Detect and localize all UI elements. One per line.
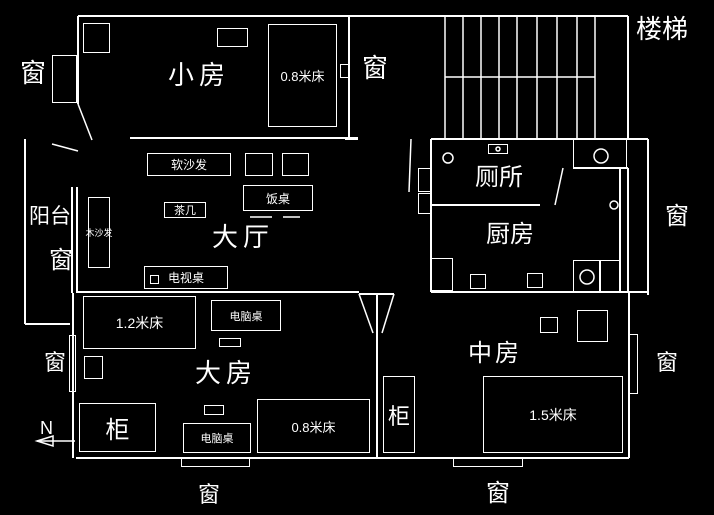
room-label-stairs: 楼梯 (636, 14, 689, 44)
kitchen-counter-box (600, 260, 620, 292)
window-marker-big-room-south (181, 458, 250, 467)
window-label-big-room-west: 窗 (44, 350, 67, 375)
middle-room-table-box (577, 310, 608, 342)
room-label-middle-room: 中房 (468, 340, 522, 367)
big-room-stool-box (219, 338, 241, 347)
window-marker-stair-hall (340, 64, 349, 78)
window-marker-middle-room-east (629, 334, 638, 394)
toilet-tank-box (488, 144, 508, 154)
bathroom-sink-box (573, 138, 627, 168)
sink-icon (593, 148, 609, 164)
cabinet-middle-room: 柜 (383, 376, 415, 453)
computer-desk-north: 电脑桌 (211, 300, 281, 331)
room-label-toilet: 厕所 (475, 164, 523, 191)
tv-box (150, 275, 159, 284)
room-label-balcony: 阳台 (29, 205, 71, 228)
computer-desk-label: 电脑桌 (229, 310, 263, 323)
computer-desk-label: 电脑桌 (200, 433, 234, 445)
toilet-flush-icon (495, 146, 501, 152)
room-label-big-room: 大房 (195, 358, 258, 388)
bed-label: 1.5米床 (529, 406, 577, 423)
toilet-basin-icon (442, 152, 454, 164)
kitchen-sink-icon (579, 269, 595, 285)
window-label-middle-room-south: 窗 (486, 480, 510, 507)
tea-table-label: 茶几 (174, 205, 196, 217)
room-label-kitchen: 厨房 (486, 221, 534, 248)
window-label-top-left: 窗 (20, 58, 47, 88)
big-room-stool-box (84, 356, 103, 379)
kitchen-west-box (418, 168, 431, 192)
bed-0.8-big-room: 0.8米床 (257, 399, 370, 453)
kitchen-counter-box (431, 258, 453, 291)
soft-sofa: 软沙发 (147, 153, 231, 176)
tv-table-label: 电视桌 (167, 271, 204, 285)
computer-desk-south: 电脑桌 (183, 423, 251, 453)
window-label-stair-hall: 窗 (362, 53, 389, 83)
cabinet-big-room: 柜 (79, 403, 156, 452)
window-label-kitchen-east: 窗 (665, 203, 689, 230)
bed-1.2: 1.2米床 (83, 296, 196, 349)
wall-fixture-icon (609, 200, 619, 210)
side-table-box (282, 153, 309, 176)
tv-table: 电视桌 (144, 266, 228, 289)
window-label-middle-room-east: 窗 (656, 350, 679, 375)
small-room-door-leaf (77, 103, 93, 141)
kitchen-west-box (418, 193, 431, 214)
bed-1.5: 1.5米床 (483, 376, 623, 453)
big-room-stool-box (204, 405, 224, 415)
window-marker-middle-room-south (453, 457, 523, 467)
north-label: N (40, 418, 53, 438)
kitchen-sink-box (573, 260, 600, 292)
room-label-small-room: 小房 (168, 60, 231, 90)
middle-room-stool-box (540, 317, 558, 333)
window-marker-big-room-west (69, 335, 76, 392)
cabinet-label: 柜 (387, 403, 410, 429)
window-label-big-room-south: 窗 (198, 482, 221, 507)
bed-label: 0.8米床 (280, 69, 325, 84)
side-table-box (245, 153, 273, 176)
north-arrow-head (34, 434, 54, 448)
kitchen-door-leaf (408, 138, 412, 193)
wood-sofa-label: 木沙发 (85, 228, 113, 238)
bed-label: 0.8米床 (291, 419, 336, 435)
small-room-top-box (217, 28, 248, 47)
bed-0.8-small-room: 0.8米床 (268, 24, 337, 127)
toilet-door-leaf (554, 167, 564, 206)
kitchen-stove-box (527, 273, 543, 288)
kitchen-stove-box (470, 274, 486, 289)
soft-sofa-label: 软沙发 (170, 158, 207, 172)
balcony-door-leaf (51, 143, 79, 152)
bed-label: 1.2米床 (115, 314, 164, 331)
wood-sofa: 木沙发 (85, 197, 113, 268)
window-marker-top-left (52, 55, 77, 103)
dining-table: 饭桌 (243, 185, 313, 211)
window-label-balcony: 窗 (49, 247, 73, 274)
small-room-corner-box (83, 23, 110, 53)
dining-table-label: 饭桌 (265, 191, 290, 206)
tea-table: 茶几 (164, 202, 206, 218)
room-label-hall: 大厅 (212, 222, 275, 252)
cabinet-label: 柜 (105, 417, 130, 444)
